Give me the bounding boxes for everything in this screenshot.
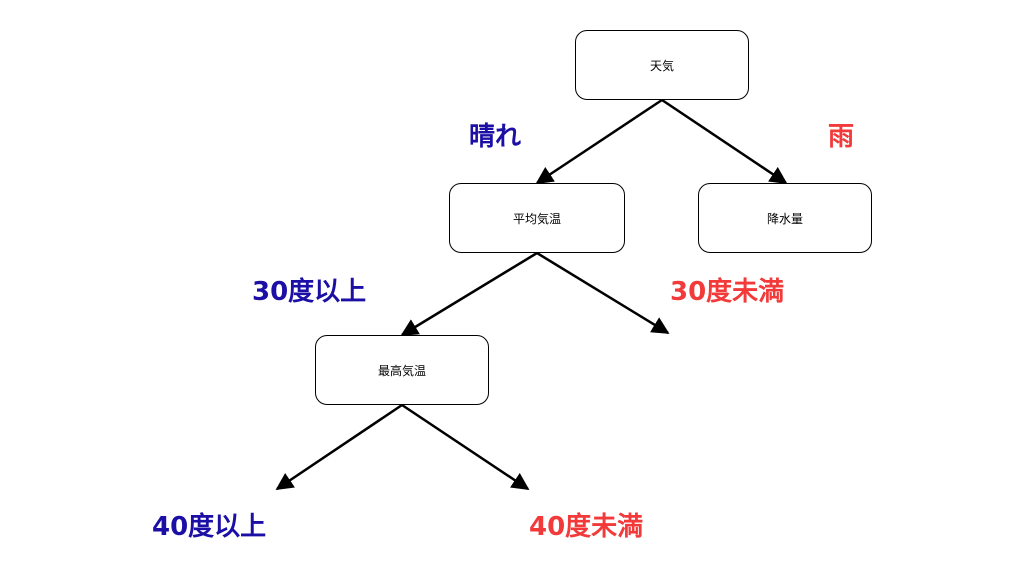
label-rain: 雨	[828, 122, 855, 152]
label-avg-30-or-above: 30度以上	[252, 277, 367, 307]
label-avg-below-30: 30度未満	[670, 277, 785, 307]
label-max-below-40: 40度未満	[529, 512, 644, 542]
edge-avg-temp-to-max-temp	[400, 251, 538, 337]
node-root-weather: 天気	[575, 30, 749, 100]
edge-max-temp-to-over-40	[275, 403, 403, 491]
node-max-temperature: 最高気温	[315, 335, 489, 405]
label-max-40-or-above: 40度以上	[152, 512, 267, 542]
edge-root-to-avg-temp	[535, 98, 663, 185]
node-rainfall: 降水量	[698, 183, 872, 253]
edge-avg-temp-to-under-30	[536, 251, 670, 335]
edge-root-to-rainfall	[661, 98, 788, 185]
edge-max-temp-to-under-40	[401, 403, 530, 491]
node-average-temperature: 平均気温	[449, 183, 625, 253]
label-sunny: 晴れ	[469, 122, 522, 152]
